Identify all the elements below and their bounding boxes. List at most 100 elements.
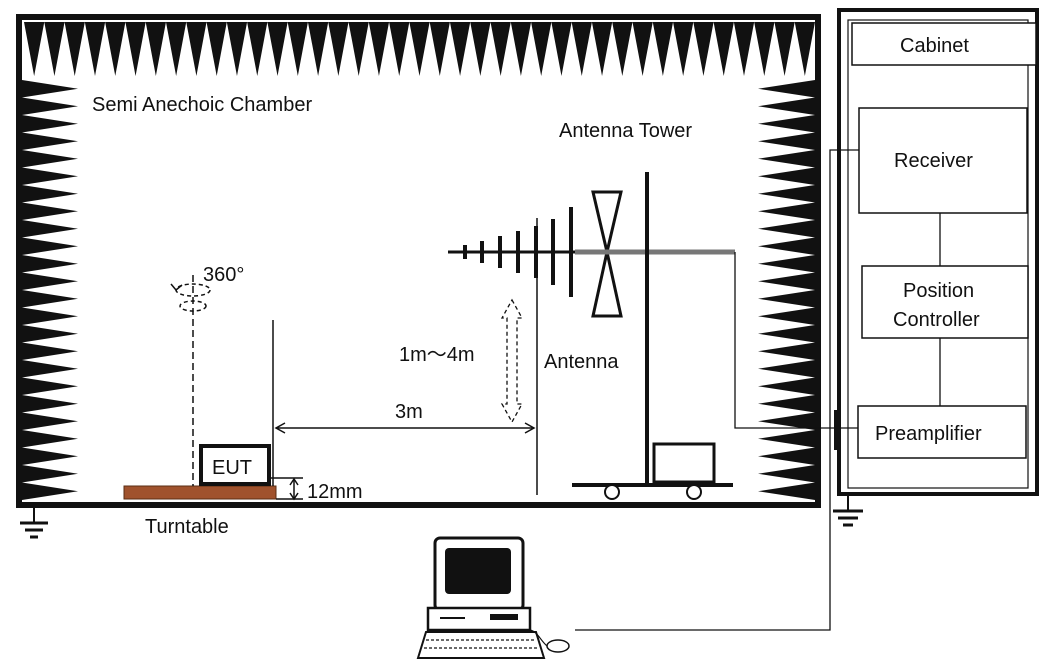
absorber-cone-top [510, 22, 532, 76]
distance-arrowhead-left-icon [274, 422, 286, 434]
absorber-cone-left [22, 360, 78, 378]
absorber-cone-left [22, 255, 78, 273]
absorber-cone-right [758, 377, 815, 395]
cabinet-title-box [851, 22, 1037, 66]
absorber-cone-right [758, 307, 815, 325]
absorber-cone-left [22, 80, 78, 98]
absorber-cone-left [22, 412, 78, 430]
absorber-cone-right [758, 290, 815, 308]
antenna-label: Antenna [544, 351, 619, 373]
receiver-label: Receiver [894, 150, 973, 172]
absorber-cone-top [165, 22, 187, 76]
position-controller-label-2: Controller [893, 309, 980, 331]
absorber-cone-top [632, 22, 653, 76]
computer-icon [416, 536, 570, 659]
absorber-cone-left [22, 325, 78, 343]
turntable [123, 485, 277, 500]
absorber-cone-top [186, 22, 207, 76]
absorber-cone-left [22, 395, 78, 413]
absorber-cone-top [328, 22, 349, 76]
absorber-cone-left [22, 132, 78, 150]
absorber-cone-right [758, 465, 815, 483]
absorber-cone-top [24, 22, 45, 76]
cabinet-label: Cabinet [900, 35, 969, 57]
absorber-cone-right [758, 482, 815, 500]
chamber-label: Semi Anechoic Chamber [92, 94, 312, 116]
absorber-cone-top [673, 22, 694, 76]
receiver-cable [575, 149, 859, 631]
absorber-cone-right [758, 80, 815, 98]
absorber-cone-top [409, 22, 430, 76]
absorber-cone-top [551, 22, 572, 76]
antenna-cable [734, 252, 858, 429]
absorber-cone-top [429, 22, 450, 76]
absorber-cone-left [22, 202, 78, 220]
absorber-cone-right [758, 202, 815, 220]
tower-motor-box [652, 442, 716, 484]
absorber-cone-right [758, 412, 815, 430]
absorber-cone-right [758, 325, 815, 343]
absorber-cone-top [105, 22, 126, 76]
chamber-frame [16, 14, 821, 508]
rotation-arrowhead-icon [170, 283, 183, 291]
absorber-cone-right [758, 167, 815, 185]
absorber-cone-top [226, 22, 248, 76]
absorber-cone-left [22, 482, 78, 500]
absorber-cone-top [44, 22, 65, 76]
absorber-cone-top [774, 22, 795, 76]
absorber-cone-top [571, 22, 592, 76]
absorber-cone-right [758, 220, 815, 238]
absorber-cone-left [22, 97, 78, 115]
absorber-cone-top [794, 22, 815, 76]
position-controller-label-1: Position [903, 280, 974, 302]
absorber-cone-right [758, 132, 815, 150]
ground-icon [20, 505, 48, 539]
absorber-cone-top [348, 22, 369, 76]
absorber-cone-top [84, 22, 106, 76]
rotation-arrow-icon-lower [179, 300, 207, 312]
absorber-cone-right [758, 185, 815, 203]
absorber-cone-right [758, 272, 815, 290]
absorber-cone-left [22, 237, 78, 255]
height-range-label: 1m～4m [399, 344, 475, 366]
absorber-cone-top [389, 22, 410, 76]
absorber-cone-left [22, 272, 78, 290]
absorber-cone-top [612, 22, 633, 76]
absorber-cone-top [693, 22, 714, 76]
absorber-cone-right [758, 255, 815, 273]
absorber-cone-top [733, 22, 755, 76]
absorber-cone-right [758, 150, 815, 168]
absorber-cone-top [470, 22, 491, 76]
table-height-label: 12mm [307, 481, 363, 503]
absorber-cone-top [531, 22, 552, 76]
rotation-label: 360° [203, 264, 244, 286]
absorber-cone-top [652, 22, 674, 76]
tower-wheel-left [604, 484, 620, 500]
ground-icon-cabinet [833, 494, 863, 527]
height-range-arrow-icon [500, 298, 524, 424]
absorber-cone-right [758, 395, 815, 413]
absorber-cone-top [64, 22, 85, 76]
absorber-cone-top [247, 22, 268, 76]
log-periodic-antenna-icon [448, 207, 600, 297]
absorber-cone-top [449, 22, 471, 76]
table-height-arrowhead-up-icon [289, 477, 299, 486]
distance-arrowhead-right-icon [524, 422, 536, 434]
absorber-cone-left [22, 220, 78, 238]
absorber-cone-top [307, 22, 329, 76]
absorber-cone-top [490, 22, 511, 76]
receiver-box [858, 107, 1028, 214]
absorber-cone-left [22, 465, 78, 483]
absorber-cone-right [758, 360, 815, 378]
cabinet-inner [847, 19, 1029, 489]
absorber-cone-left [22, 377, 78, 395]
preamplifier-box [857, 405, 1027, 459]
absorber-cone-top [713, 22, 734, 76]
distance-label: 3m [395, 401, 423, 423]
absorber-cone-right [758, 430, 815, 448]
eut-label: EUT [212, 457, 252, 479]
absorber-cone-top [267, 22, 288, 76]
absorber-cone-top [368, 22, 390, 76]
absorber-cone-top [591, 22, 613, 76]
